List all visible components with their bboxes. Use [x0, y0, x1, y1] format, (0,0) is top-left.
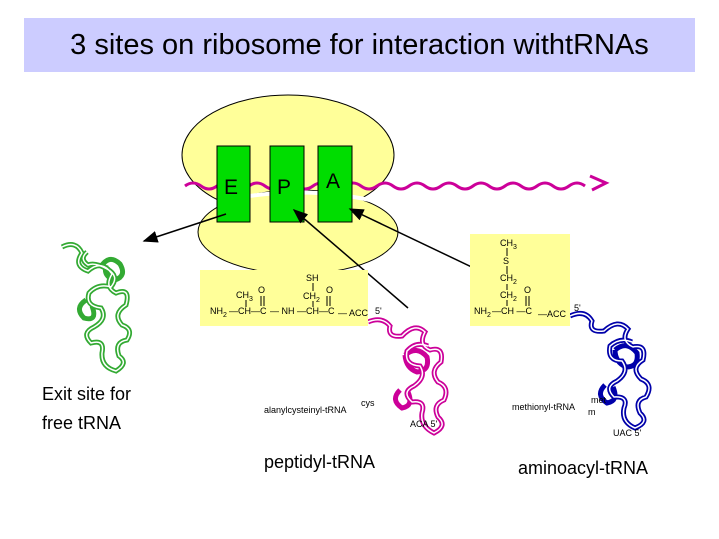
- peptidyl-o1: O: [258, 285, 266, 295]
- peptidyl-chem-box: [200, 270, 368, 326]
- aminoacyl-ch2-a: CH2: [500, 273, 517, 286]
- aminoacyl-trna-label: aminoacyl-tRNA: [518, 458, 649, 478]
- a-site-box: [317, 145, 353, 223]
- aminoacyl-o: O: [524, 285, 532, 295]
- aminoacyl-acc: —ACC: [538, 309, 567, 319]
- met-label: met: [591, 395, 607, 405]
- slide-title: 3 sites on ribosome for interaction with…: [70, 29, 649, 61]
- peptidyl-o2: O: [326, 285, 334, 295]
- peptidyl-ch2: CH2: [303, 291, 320, 304]
- uac5-label: UAC 5': [613, 428, 642, 438]
- p-site-label: P: [277, 176, 292, 199]
- aminoacyl-5prime: 5': [574, 303, 581, 313]
- exit-site-label-line1: Exit site for: [42, 384, 132, 404]
- a-site-label: A: [326, 170, 341, 193]
- p-site-box: [269, 145, 305, 223]
- aminoacyl-chem-box: [470, 234, 570, 326]
- aca5-label: ACA 5': [410, 419, 438, 429]
- peptidyl-trna-label: peptidyl-tRNA: [264, 452, 376, 472]
- aminoacyl-trna-coil-inner: [569, 312, 650, 429]
- aminoacyl-trna-coil: [568, 310, 652, 431]
- aminoacyl-ch-c: —CH —C: [492, 306, 532, 316]
- title-bar: 3 sites on ribosome for interaction with…: [24, 18, 695, 72]
- alanylcysteinyl-label: alanylcysteinyl-tRNA: [264, 405, 347, 415]
- aminoacyl-ch2-b: CH2: [500, 290, 517, 303]
- m-sub-label: m: [588, 407, 596, 417]
- aminoacyl-s: S: [503, 256, 510, 266]
- aminoacyl-nh2: NH2: [474, 306, 491, 319]
- peptidyl-nh2: NH2: [210, 306, 227, 319]
- peptidyl-sh: SH: [306, 273, 319, 283]
- e-site-label: E: [224, 176, 239, 199]
- arrow-to-exit: [142, 213, 227, 243]
- peptidyl-nh-ch: — NH —CH—C: [270, 306, 335, 316]
- exit-trna-coil-inner: [61, 243, 131, 372]
- arrow-from-peptidyl: [292, 209, 409, 309]
- peptidyl-ch3: CH3: [236, 290, 253, 303]
- exit-site-label-line2: free tRNA: [42, 413, 122, 433]
- mrna-arrowhead: [589, 174, 610, 192]
- aminoacyl-ch3: CH3: [500, 238, 517, 251]
- peptidyl-ch-c: —CH—C: [229, 306, 267, 316]
- exit-trna-coil: [60, 242, 133, 374]
- peptidyl-trna-coil-inner: [367, 319, 447, 434]
- methionyl-label: methionyl-tRNA: [512, 402, 576, 412]
- peptidyl-acc: — ACC: [338, 308, 369, 318]
- e-site-box: [216, 145, 251, 223]
- cys-label: cys: [361, 398, 375, 408]
- peptidyl-5prime: 5': [375, 306, 382, 316]
